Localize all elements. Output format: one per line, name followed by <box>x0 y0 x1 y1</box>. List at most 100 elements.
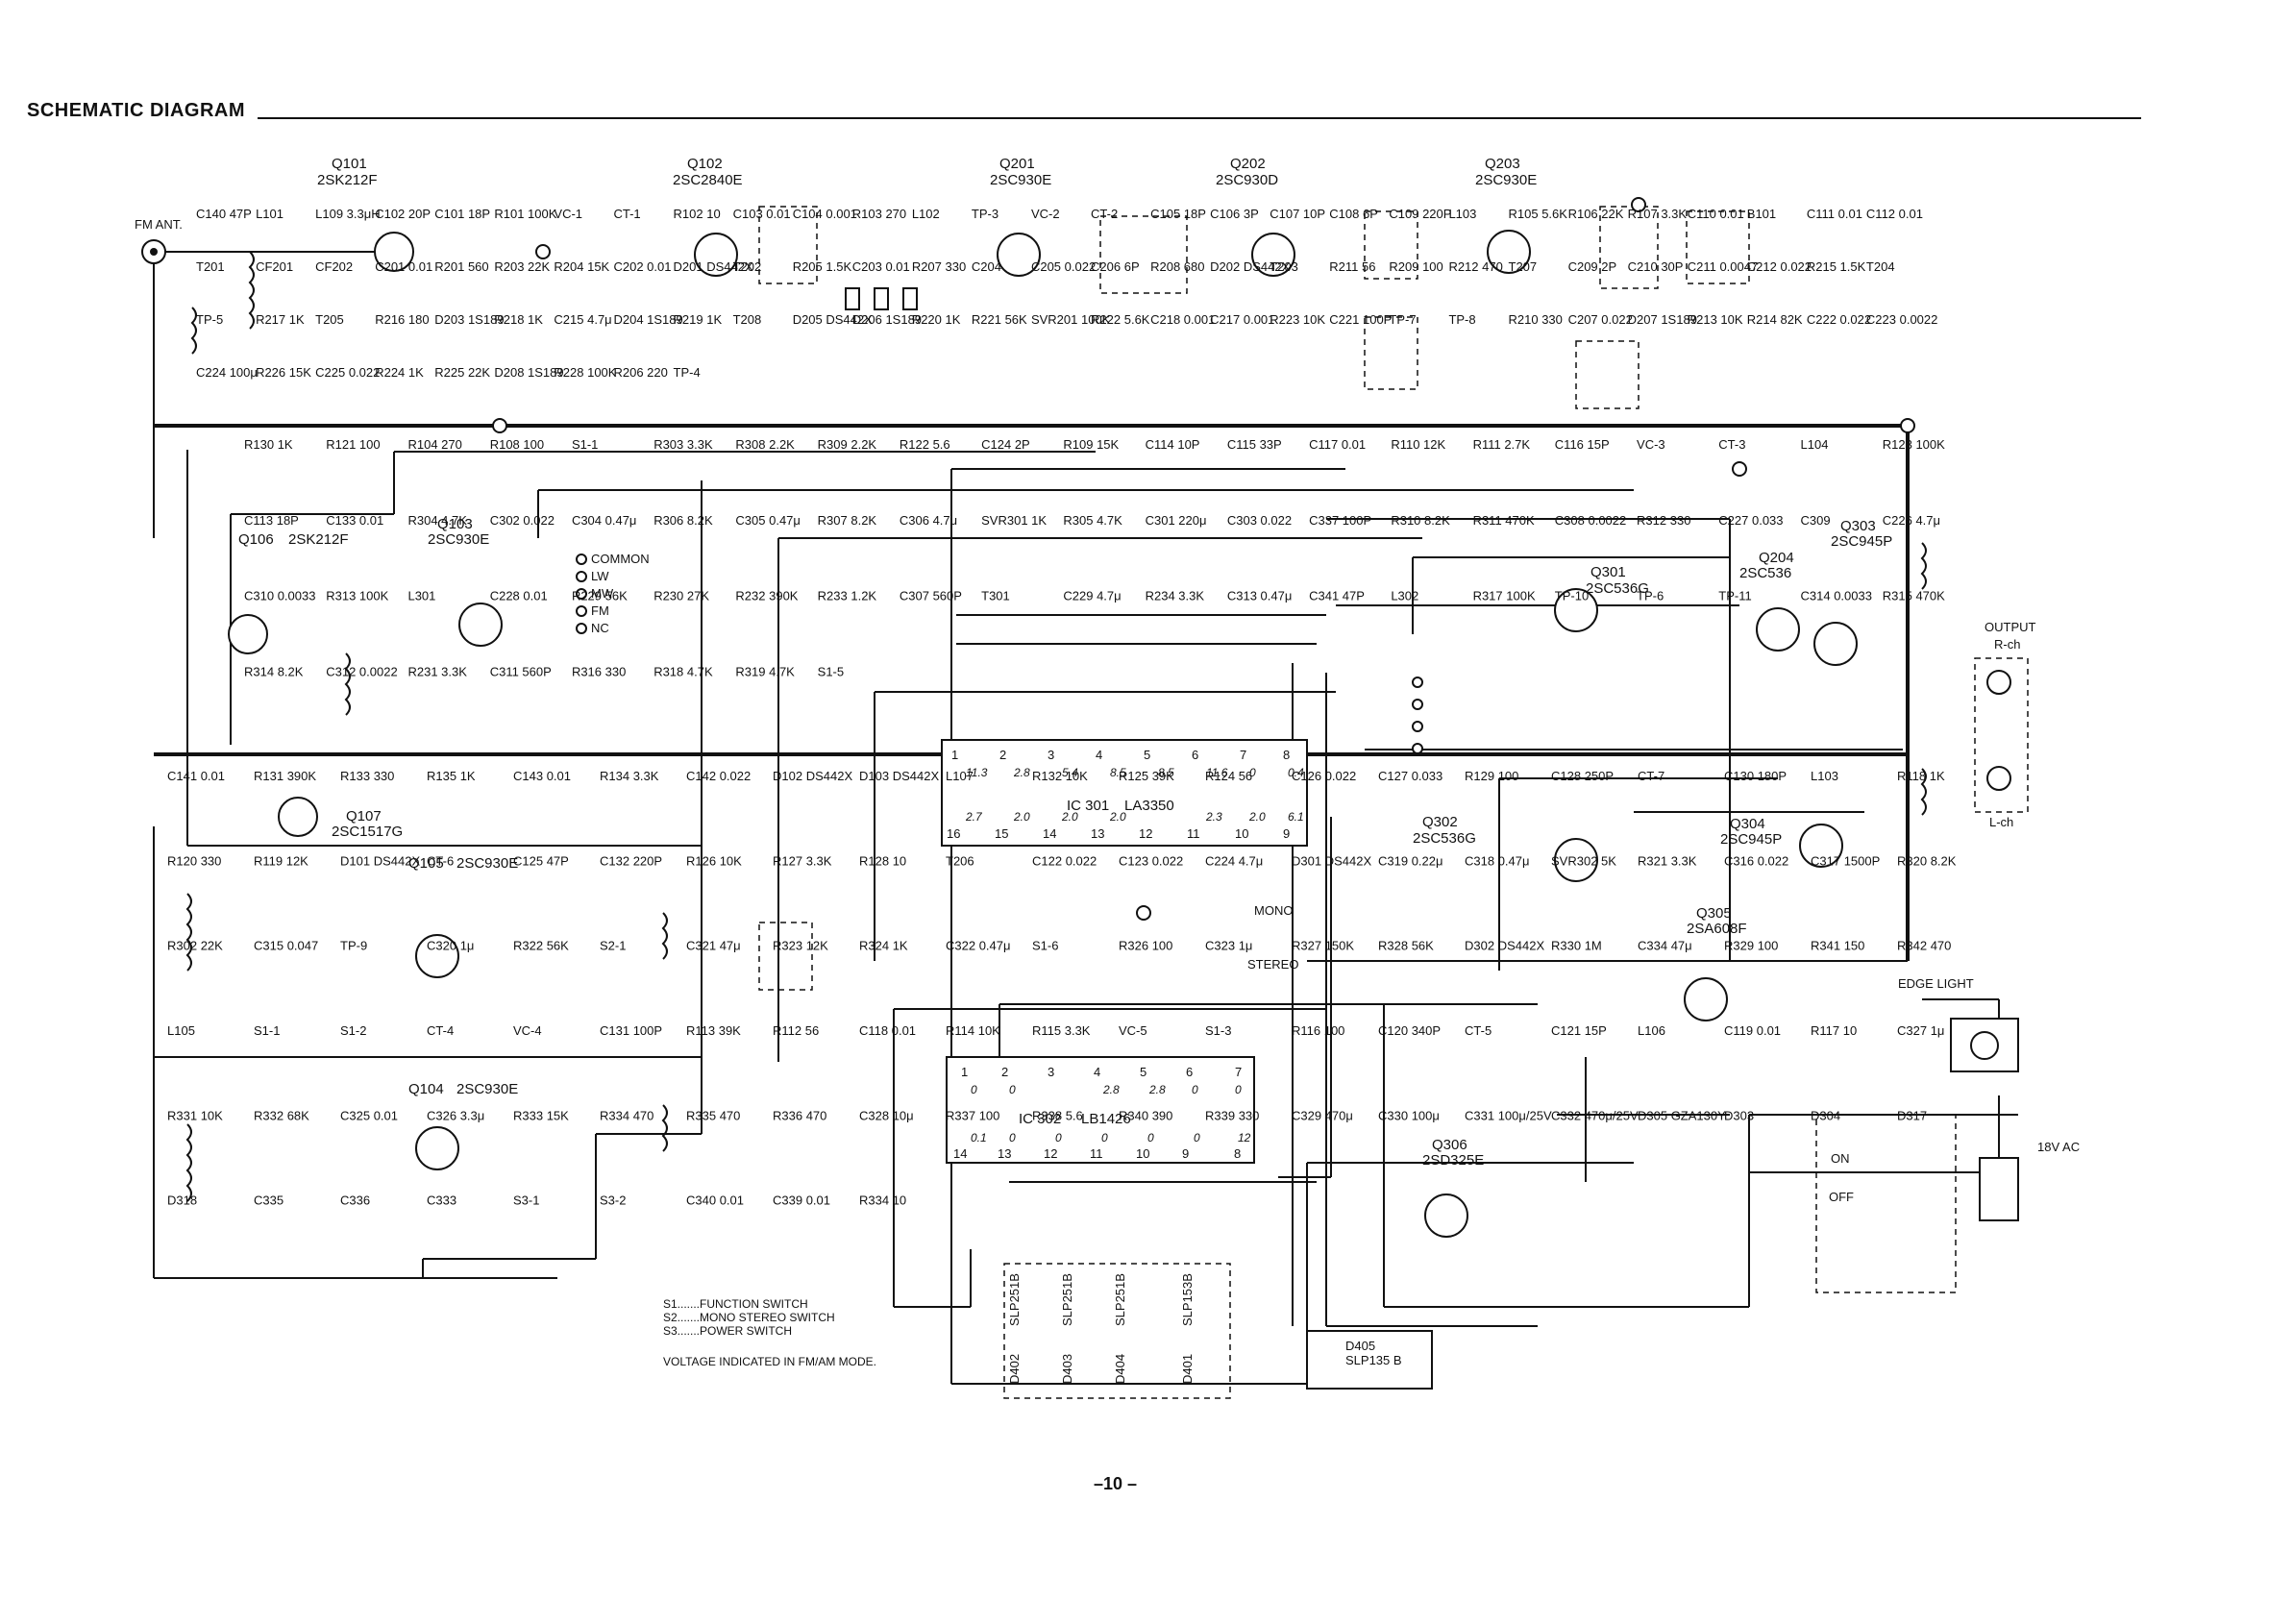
component-label: D304 <box>1811 1108 1840 1122</box>
q204-ref: Q204 <box>1759 550 1794 566</box>
ic301-ref: IC 301 <box>1067 798 1109 814</box>
component-label: R342 470 <box>1897 939 1951 953</box>
q101-ref: Q101 <box>332 156 367 172</box>
component-label: R334 470 <box>600 1108 653 1122</box>
component-label: C304 0.47μ <box>572 513 636 528</box>
l-ch-label: L-ch <box>1989 815 2013 829</box>
component-label: CF202 <box>315 259 353 274</box>
component-label: C127 0.033 <box>1378 769 1442 783</box>
svg-text:0: 0 <box>971 1083 977 1096</box>
component-label: C126 0.022 <box>1292 769 1356 783</box>
component-label: C226 4.7μ <box>1883 513 1940 528</box>
component-label: R303 3.3K <box>653 437 713 452</box>
component-label: C332 470μ/25V <box>1551 1108 1639 1122</box>
component-label: C101 18P <box>434 207 490 221</box>
component-label: C311 560P <box>490 664 552 678</box>
q305-ref: Q305 <box>1696 905 1732 922</box>
component-label: C105 18P <box>1150 207 1206 221</box>
svg-text:3: 3 <box>1048 748 1054 762</box>
component-label: R203 22K <box>494 259 550 274</box>
svg-text:11.3: 11.3 <box>966 766 988 779</box>
svg-text:2.3: 2.3 <box>1205 810 1222 824</box>
component-label: C114 10P <box>1146 437 1200 452</box>
q104-ref: Q104 <box>408 1081 444 1097</box>
component-label: R228 100K <box>554 365 616 380</box>
component-label: C229 4.7μ <box>1063 589 1121 603</box>
component-label: D301 DS442X <box>1292 853 1371 868</box>
svg-text:0: 0 <box>1194 1131 1200 1144</box>
switch-legend: S1.......FUNCTION SWITCH S2.......MONO S… <box>663 1297 835 1338</box>
svg-text:6: 6 <box>1192 748 1198 762</box>
component-label: C337 100P <box>1309 513 1371 528</box>
q301-ref: Q301 <box>1590 564 1626 580</box>
component-label: C115 33P <box>1227 437 1282 452</box>
q107-part: 2SC1517G <box>332 824 403 840</box>
q204-part: 2SC536 <box>1739 565 1791 581</box>
component-label: R223 10K <box>1270 312 1325 327</box>
component-label: VC-1 <box>554 207 582 221</box>
component-label: S1-3 <box>1205 1023 1231 1038</box>
component-label: R329 100 <box>1724 939 1778 953</box>
component-label: R127 3.3K <box>773 853 832 868</box>
component-label: C335 <box>254 1193 284 1208</box>
svg-text:10: 10 <box>1235 826 1248 841</box>
component-label: R129 100 <box>1465 769 1518 783</box>
component-label: C223 0.0022 <box>1866 312 1937 327</box>
component-label: R130 1K <box>244 437 293 452</box>
svg-text:2.8: 2.8 <box>1013 766 1030 779</box>
q107-ref: Q107 <box>346 808 382 824</box>
component-label: C118 0.01 <box>859 1023 916 1038</box>
component-label: C339 0.01 <box>773 1193 830 1208</box>
component-label: R135 1K <box>427 769 476 783</box>
component-label: R229 56K <box>572 589 628 603</box>
component-label: R104 270 <box>407 437 461 452</box>
component-label: L301 <box>407 589 435 603</box>
svg-text:SLP153B: SLP153B <box>1180 1273 1195 1326</box>
power-on-label: ON <box>1831 1151 1850 1166</box>
ac-input-label: 18V AC <box>2037 1140 2080 1154</box>
svg-text:14: 14 <box>1043 826 1056 841</box>
svg-text:0: 0 <box>1249 766 1256 779</box>
component-label: T201 <box>196 259 225 274</box>
component-label: R309 2.2K <box>818 437 877 452</box>
component-label: R231 3.3K <box>407 664 467 678</box>
svg-text:1: 1 <box>961 1065 968 1079</box>
svg-text:6: 6 <box>1186 1065 1193 1079</box>
component-label: SVR301 1K <box>981 513 1047 528</box>
component-label: CT-6 <box>427 853 454 868</box>
component-label: C211 0.0047 <box>1688 259 1759 274</box>
svg-text:D403: D403 <box>1060 1354 1074 1384</box>
reference-labels: FM ANT. OUTPUT R-ch L-ch EDGE LIGHT 18V … <box>135 156 2080 1384</box>
component-label: R328 56K <box>1378 939 1434 953</box>
component-label: C204 <box>972 259 1001 274</box>
component-label: R313 100K <box>326 589 388 603</box>
component-label: C301 220μ <box>1146 513 1207 528</box>
power-off-label: OFF <box>1829 1190 1854 1204</box>
component-label: R341 150 <box>1811 939 1864 953</box>
svg-text:2.0: 2.0 <box>1061 810 1078 824</box>
svg-text:D405: D405 <box>1345 1339 1375 1353</box>
component-label: R220 1K <box>912 312 961 327</box>
component-label: R326 100 <box>1119 939 1172 953</box>
component-label: C116 15P <box>1555 437 1610 452</box>
svg-text:15: 15 <box>995 826 1008 841</box>
component-label: S1-6 <box>1032 939 1058 953</box>
component-label: R302 22K <box>167 939 223 953</box>
q102-part: 2SC2840E <box>673 172 743 188</box>
component-label: TP-8 <box>1448 312 1475 327</box>
component-label: R312 330 <box>1637 513 1690 528</box>
component-label: C102 20P <box>375 207 431 221</box>
q302-part: 2SC536G <box>1413 830 1476 847</box>
ic302-part: LB1426 <box>1081 1111 1131 1127</box>
svg-text:8.5: 8.5 <box>1158 766 1174 779</box>
q104-part: 2SC930E <box>456 1081 518 1097</box>
component-label: R305 4.7K <box>1063 513 1122 528</box>
component-label: R218 1K <box>494 312 543 327</box>
r-ch-label: R-ch <box>1994 637 2020 652</box>
component-label: C125 47P <box>513 853 569 868</box>
component-label: TP-6 <box>1637 589 1664 603</box>
component-label: R211 56 <box>1329 259 1375 274</box>
component-label: SVR201 100K <box>1031 312 1111 327</box>
